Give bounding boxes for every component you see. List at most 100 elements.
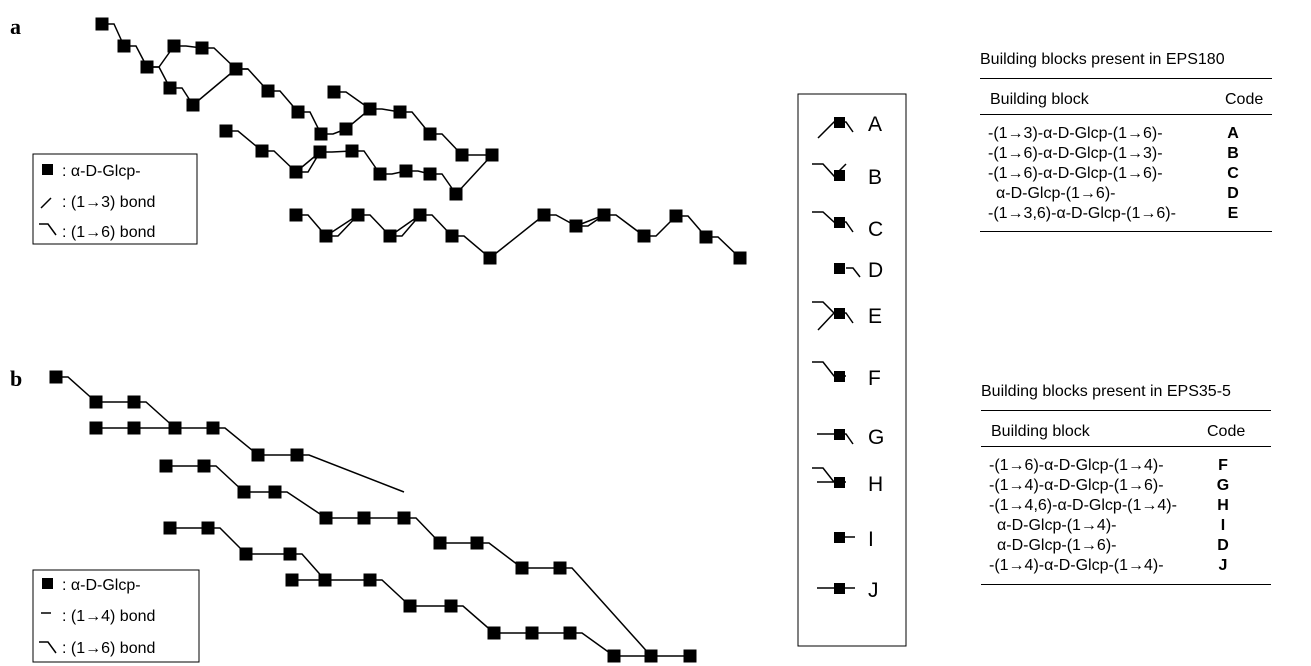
eps35-5-row-block: α-D-Glcp-(1→4)- xyxy=(997,517,1117,534)
alpha-1-6-bond xyxy=(370,579,411,607)
glucose-unit xyxy=(291,105,305,119)
glucose-unit xyxy=(89,395,103,409)
glucose-unit xyxy=(219,124,233,138)
eps35-5-row-code: H xyxy=(1217,497,1229,514)
eps180-row-block: -(1→3)-α-D-Glcp-(1→6)- xyxy=(988,125,1163,142)
glucose-unit xyxy=(399,164,413,178)
glucose-unit xyxy=(357,511,371,525)
glucose-unit xyxy=(255,144,269,158)
glucose-unit xyxy=(637,229,651,243)
eps180-header-code: Code xyxy=(1225,91,1264,108)
block-j-icon xyxy=(817,583,855,594)
alpha-1-6-bond xyxy=(275,491,327,519)
key-code-a: A xyxy=(868,113,882,136)
alpha-1-3-bond xyxy=(192,68,237,106)
glucose-unit xyxy=(373,167,387,181)
glucose-unit xyxy=(607,649,621,663)
block-i-icon xyxy=(834,532,855,543)
alpha-1-3-bond xyxy=(455,154,493,195)
eps35-5-header-code: Code xyxy=(1207,423,1246,440)
glucose-unit xyxy=(237,485,251,499)
glucose-unit xyxy=(327,85,341,99)
eps35-5-row-code: D xyxy=(1217,537,1229,554)
eps35-5-row-block: -(1→4)-α-D-Glcp-(1→4)- xyxy=(989,557,1164,574)
legend-a-glucose-label: : α-D-Glcp- xyxy=(62,163,141,180)
alpha-1-6-bond xyxy=(297,454,405,493)
glucose-unit xyxy=(239,547,253,561)
glucose-unit xyxy=(423,127,437,141)
glucose-unit xyxy=(318,573,332,587)
glucose-unit xyxy=(537,208,551,222)
eps180-row-code: C xyxy=(1227,165,1239,182)
eps180-header-block: Building block xyxy=(990,91,1089,108)
building-block-key: A B C D E F G H I J xyxy=(797,93,907,647)
alpha-1-3-bond xyxy=(295,151,321,173)
eps180-row-code: B xyxy=(1227,145,1239,162)
block-a-icon xyxy=(817,117,854,139)
glucose-unit xyxy=(89,421,103,435)
eps35-5-structure xyxy=(49,370,697,663)
eps35-5-row-block: -(1→4,6)-α-D-Glcp-(1→4)- xyxy=(989,497,1177,514)
eps35-5-header-block: Building block xyxy=(991,423,1090,440)
glucose-unit xyxy=(167,39,181,53)
table-top-rule xyxy=(981,410,1271,411)
glucose-unit xyxy=(229,62,243,76)
key-code-b: B xyxy=(868,166,882,189)
key-code-e: E xyxy=(868,305,882,328)
table-bottom-rule xyxy=(980,231,1272,232)
alpha-1-3-bond xyxy=(325,214,359,237)
table-bottom-rule xyxy=(981,584,1271,585)
eps180-row-code: E xyxy=(1227,205,1239,222)
glycosidic-bond xyxy=(147,66,171,89)
eps35-5-row-block: α-D-Glcp-(1→6)- xyxy=(997,537,1117,554)
glucose-unit xyxy=(403,599,417,613)
table-top-rule xyxy=(980,78,1272,79)
glucose-unit xyxy=(95,17,109,31)
legend-b: : α-D-Glcp- : (1→4) bond : (1→6) bond xyxy=(32,569,200,663)
key-code-c: C xyxy=(868,218,883,241)
panel-label-b: b xyxy=(10,366,22,391)
block-b-icon xyxy=(812,163,847,181)
key-code-g: G xyxy=(868,426,884,449)
glucose-unit xyxy=(314,127,328,141)
glucose-unit xyxy=(515,561,529,575)
eps35-5-row-code: G xyxy=(1216,477,1230,494)
block-f-icon xyxy=(812,361,846,382)
alpha-1-6-bond xyxy=(213,427,259,456)
eps35-5-row-code: J xyxy=(1218,557,1228,574)
legend-b-14-label: : (1→4) bond xyxy=(62,608,155,625)
key-code-d: D xyxy=(868,259,883,282)
alpha-1-6-bond xyxy=(56,376,97,403)
alpha-1-6-bond xyxy=(204,465,245,493)
alpha-1-6-bond xyxy=(290,553,326,581)
eps35-5-row-block: -(1→6)-α-D-Glcp-(1→4)- xyxy=(989,457,1164,474)
glucose-unit xyxy=(733,251,747,265)
glucose-unit xyxy=(117,39,131,53)
glucose-unit xyxy=(163,521,177,535)
glucose-unit xyxy=(289,208,303,222)
alpha-1-3-bond xyxy=(489,214,545,259)
glucose-square-icon xyxy=(42,164,53,175)
glucose-unit xyxy=(423,167,437,181)
block-e-icon xyxy=(812,301,854,331)
alpha-1-6-bond xyxy=(208,527,247,555)
alpha-1-3-bond xyxy=(345,108,371,130)
alpha-1-6-bond xyxy=(570,632,615,657)
legend-a-13-label: : (1→3) bond xyxy=(62,194,155,211)
key-code-i: I xyxy=(868,528,874,551)
eps35-5-row-block: -(1→4)-α-D-Glcp-(1→6)- xyxy=(989,477,1164,494)
key-code-f: F xyxy=(868,367,881,390)
alpha-1-6-bond-icon xyxy=(39,223,57,236)
glucose-square-icon xyxy=(42,578,53,589)
alpha-1-6-bond xyxy=(560,567,652,657)
glucose-unit xyxy=(159,459,173,473)
legend-a-16-label: : (1→6) bond xyxy=(62,224,155,241)
alpha-1-6-bond xyxy=(477,542,523,569)
glucose-unit xyxy=(683,649,697,663)
glucose-unit xyxy=(487,626,501,640)
legend-a: : α-D-Glcp- : (1→3) bond : (1→6) bond xyxy=(32,153,198,245)
glucose-unit xyxy=(345,144,359,158)
glucose-unit xyxy=(669,209,683,223)
alpha-1-6-bond xyxy=(404,517,441,544)
